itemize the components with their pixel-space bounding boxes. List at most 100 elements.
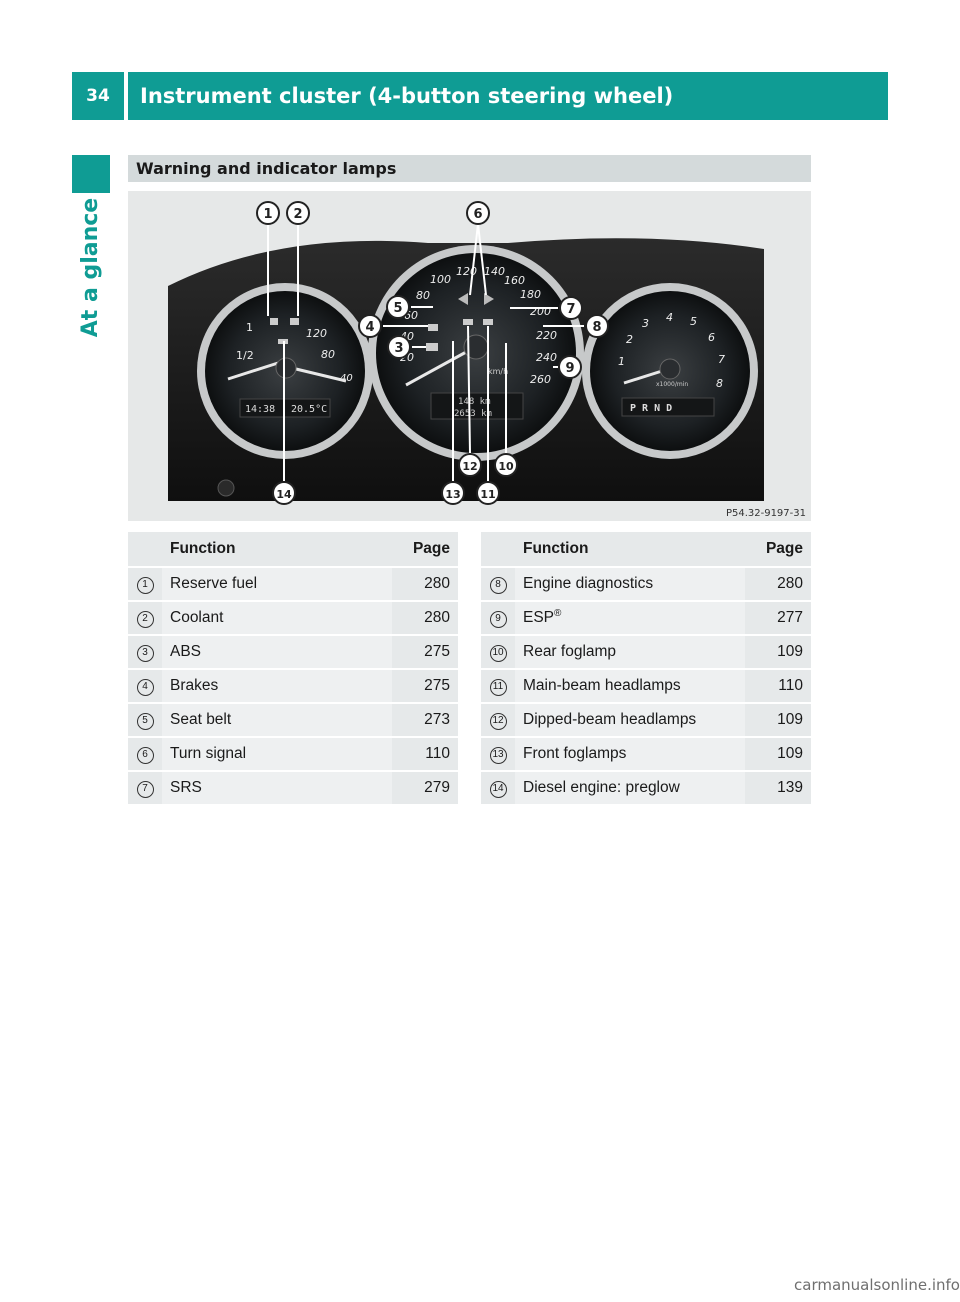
speed-200: 200 — [530, 305, 551, 318]
row-function: Reserve fuel — [162, 568, 392, 600]
row-number: 2 — [128, 602, 162, 634]
callout-7: 7 — [559, 296, 583, 320]
callout-11: 11 — [476, 481, 500, 505]
row-page: 280 — [392, 602, 458, 634]
row-number: 8 — [481, 568, 515, 600]
row-number: 4 — [128, 670, 162, 702]
table-header-row: Function Page — [128, 532, 458, 566]
header-num — [128, 532, 162, 566]
svg-text:9: 9 — [565, 361, 574, 376]
callout-9: 9 — [558, 355, 582, 379]
callout-5: 5 — [386, 295, 410, 319]
row-function: Rear foglamp — [515, 636, 745, 668]
callout-12: 12 — [458, 453, 482, 477]
callout-1: 1 — [256, 201, 280, 225]
abs-lamp-icon — [426, 343, 438, 351]
row-number: 3 — [128, 636, 162, 668]
row-number: 13 — [481, 738, 515, 770]
callout-14: 14 — [272, 481, 296, 505]
row-page: 275 — [392, 670, 458, 702]
callout-13: 13 — [441, 481, 465, 505]
callout-2: 2 — [286, 201, 310, 225]
header-page: Page — [392, 532, 458, 566]
svg-text:5: 5 — [393, 301, 402, 316]
row-number-marker: 10 — [489, 644, 507, 662]
row-number-marker: 8 — [489, 576, 507, 594]
rpm-5: 5 — [690, 315, 697, 328]
row-function: Front foglamps — [515, 738, 745, 770]
clock-readout: 14:38 — [245, 404, 275, 415]
page-number: 34 — [72, 72, 124, 120]
row-number-marker: 14 — [489, 780, 507, 798]
rpm-unit: x1000/min — [656, 381, 688, 388]
row-page: 279 — [392, 772, 458, 804]
row-function: SRS — [162, 772, 392, 804]
header-page: Page — [745, 532, 811, 566]
callout-6: 6 — [466, 201, 490, 225]
row-page: 273 — [392, 704, 458, 736]
table-row: 13 Front foglamps 109 — [481, 738, 811, 770]
speed-unit: km/h — [488, 367, 508, 376]
header-function: Function — [515, 532, 745, 566]
row-page: 280 — [392, 568, 458, 600]
watermark: carmanualsonline.info — [794, 1276, 960, 1294]
row-function-text: Dipped-beam headlamps — [523, 711, 697, 728]
row-function-text: Diesel engine: preglow — [523, 779, 680, 796]
speedometer: 100 120 140 160 180 200 220 240 260 80 6… — [368, 245, 584, 461]
outside-temp-readout: 20.5°C — [291, 404, 327, 415]
row-number: 7 — [128, 772, 162, 804]
row-function-text: Main-beam headlamps — [523, 677, 681, 694]
fuel-one-label: 1 — [246, 321, 253, 334]
svg-text:4: 4 — [365, 320, 374, 335]
row-function-text: Rear foglamp — [523, 643, 617, 660]
svg-text:12: 12 — [462, 460, 477, 473]
side-tab: At a glance — [72, 197, 110, 338]
dashboard-knob — [217, 479, 235, 497]
main-beam-icon — [483, 319, 493, 325]
row-number: 11 — [481, 670, 515, 702]
row-function: ABS — [162, 636, 392, 668]
turn-right-icon — [484, 293, 494, 305]
rpm-6: 6 — [708, 331, 715, 344]
row-function-text: ESP — [523, 609, 555, 627]
row-number: 5 — [128, 704, 162, 736]
row-number-marker: 5 — [136, 712, 154, 730]
brakes-lamp-icon — [428, 324, 438, 331]
row-function-text: Front foglamps — [523, 745, 627, 762]
fuel-half-label: 1/2 — [236, 349, 254, 362]
svg-text:14: 14 — [276, 488, 292, 501]
registered-mark: ® — [554, 608, 562, 620]
row-number-marker: 2 — [136, 610, 154, 628]
svg-text:6: 6 — [473, 207, 482, 222]
row-page: 109 — [745, 738, 811, 770]
row-function: Brakes — [162, 670, 392, 702]
rpm-8: 8 — [716, 377, 723, 390]
row-number: 14 — [481, 772, 515, 804]
header-num — [481, 532, 515, 566]
row-function-text: Coolant — [170, 609, 224, 626]
row-function-text: Turn signal — [170, 745, 247, 762]
row-page: 109 — [745, 636, 811, 668]
row-function: Engine diagnostics — [515, 568, 745, 600]
temp-40-label: 40 — [340, 373, 353, 384]
trip-readout: 2653 km — [454, 409, 492, 419]
page-header-title: Instrument cluster (4-button steering wh… — [128, 72, 888, 120]
svg-text:10: 10 — [498, 460, 514, 473]
row-function: Coolant — [162, 602, 392, 634]
svg-text:3: 3 — [394, 341, 403, 356]
row-function: Main-beam headlamps — [515, 670, 745, 702]
row-function-text: Seat belt — [170, 711, 232, 728]
side-tab-label: At a glance — [78, 197, 104, 338]
svg-text:8: 8 — [592, 320, 601, 335]
row-number: 12 — [481, 704, 515, 736]
row-page: 109 — [745, 704, 811, 736]
